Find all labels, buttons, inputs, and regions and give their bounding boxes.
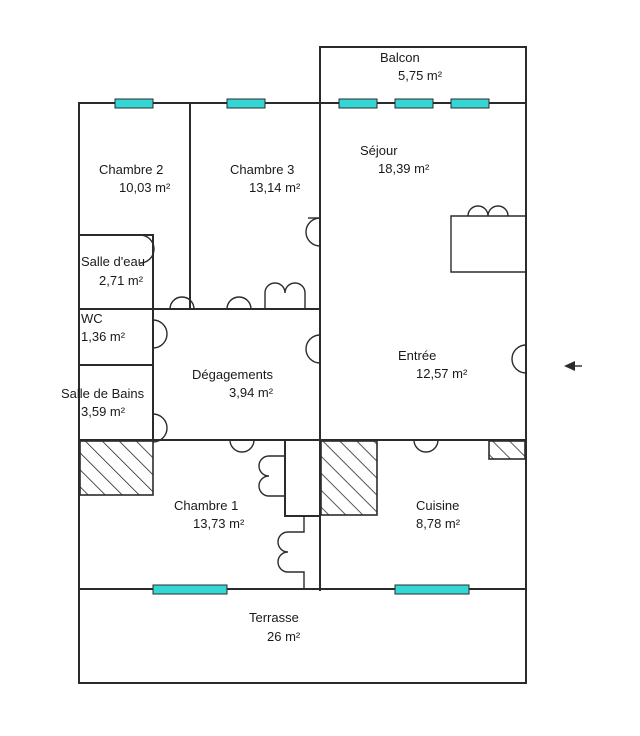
room-name-cuisine: Cuisine [416,498,459,513]
room-area-degagements: 3,94 m² [229,385,274,400]
room-area-terrasse: 26 m² [267,629,301,644]
room-name-degagements: Dégagements [192,367,273,382]
window [338,98,378,109]
entrance-arrow-icon [564,361,582,371]
room-name-salle-eau: Salle d'eau [81,254,145,269]
room-labels: Balcon 5,75 m² Chambre 2 10,03 m² Chambr… [61,50,468,644]
room-name-balcon: Balcon [380,50,420,65]
room-name-entree: Entrée [398,348,436,363]
hatched-areas [79,440,526,516]
room-name-sejour: Séjour [360,143,398,158]
balcony-outline [319,46,527,104]
room-name-terrasse: Terrasse [249,610,299,625]
sejour-alcove [450,205,526,273]
room-name-salle-bains: Salle de Bains [61,386,145,401]
room-area-salle-eau: 2,71 m² [99,273,144,288]
windows [114,98,490,595]
door-swings [139,217,527,590]
room-area-balcon: 5,75 m² [398,68,443,83]
room-area-chambre3: 13,14 m² [249,180,301,195]
window [114,98,154,109]
interior-walls [78,102,527,591]
room-name-chambre1: Chambre 1 [174,498,238,513]
room-area-sejour: 18,39 m² [378,161,430,176]
room-area-chambre2: 10,03 m² [119,180,171,195]
window [394,584,470,595]
window [152,584,228,595]
window [450,98,490,109]
room-name-chambre2: Chambre 2 [99,162,163,177]
room-area-wc: 1,36 m² [81,329,126,344]
window [226,98,266,109]
room-area-entree: 12,57 m² [416,366,468,381]
room-area-cuisine: 8,78 m² [416,516,461,531]
room-name-wc: WC [81,311,103,326]
room-area-chambre1: 13,73 m² [193,516,245,531]
room-area-salle-bains: 3,59 m² [81,404,126,419]
room-name-chambre3: Chambre 3 [230,162,294,177]
window [394,98,434,109]
